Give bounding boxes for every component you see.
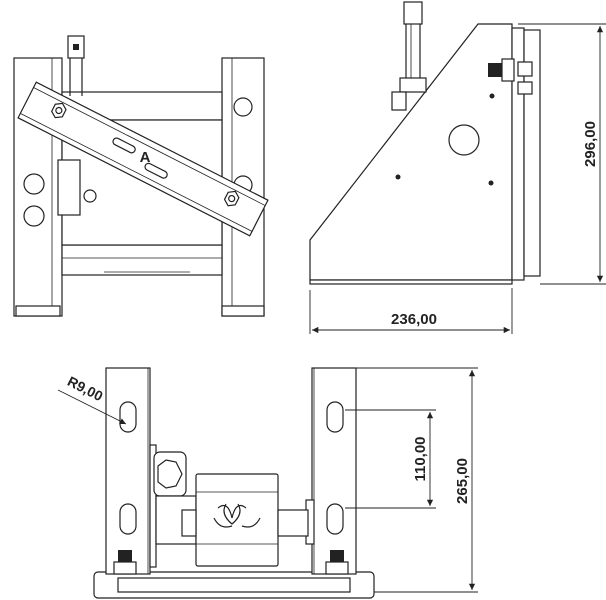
- side-view: 236,00 296,00: [309, 1, 606, 334]
- slot: [326, 401, 344, 433]
- cross-bar-bottom: [61, 244, 223, 276]
- slot-dimension: 110,00: [412, 436, 429, 481]
- nut: [330, 550, 344, 562]
- top-bolt: [403, 1, 423, 25]
- bottom-view: R9,00 110,00 265,00: [57, 367, 478, 599]
- slot: [119, 401, 137, 433]
- slot: [119, 503, 137, 535]
- mount-hole: [23, 205, 45, 227]
- nut: [118, 550, 132, 562]
- logo-icon: [213, 503, 261, 528]
- base-plate: [309, 279, 513, 285]
- nut: [488, 63, 502, 77]
- shaft-housing: [195, 473, 279, 567]
- width-dimension: 236,00: [391, 311, 437, 328]
- left-upright: [105, 367, 151, 575]
- slot: [326, 503, 344, 535]
- rotated-plate: [17, 81, 269, 237]
- radius-leader: [57, 389, 127, 425]
- overall-height-dimension: 265,00: [454, 458, 471, 504]
- mount-hole: [233, 97, 253, 117]
- mount-hole: [23, 173, 45, 195]
- plate-label: A: [140, 149, 151, 166]
- center-hole: [448, 124, 480, 156]
- radius-dimension: R9,00: [65, 373, 106, 404]
- height-dimension: 296,00: [582, 121, 599, 167]
- front-view: A: [13, 35, 269, 317]
- right-upright: [311, 367, 357, 575]
